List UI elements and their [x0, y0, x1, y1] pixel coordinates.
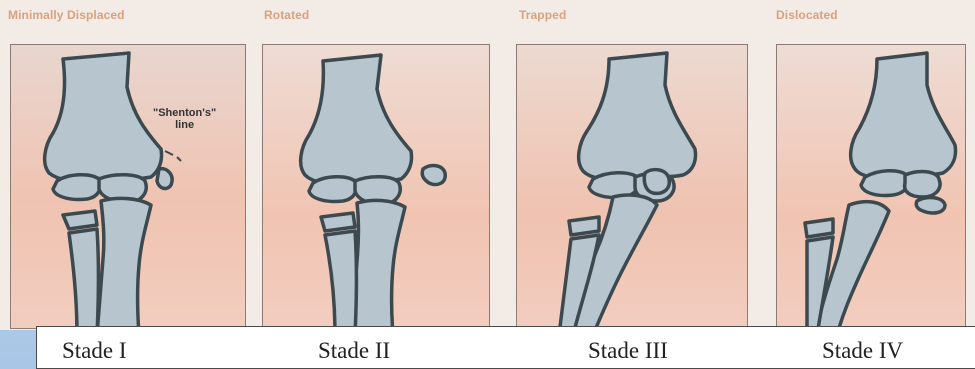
elbow-diagram-stage-4: [777, 45, 966, 329]
elbow-diagram-stage-3: [517, 45, 748, 329]
stage-title-1: Minimally Displaced: [8, 8, 125, 22]
panel-stage-4: [776, 44, 966, 329]
stade-label-4: Stade IV: [822, 338, 903, 364]
stage-title-4: Dislocated: [776, 8, 838, 22]
stage-title-2: Rotated: [264, 8, 309, 22]
shentons-line-label-line1: "Shenton's": [153, 107, 216, 119]
stade-label-3: Stade III: [588, 338, 668, 364]
stade-label-1: Stade I: [62, 338, 127, 364]
stage-title-3: Trapped: [519, 8, 566, 22]
shentons-line-label-line2: line: [153, 119, 216, 131]
elbow-diagram-stage-2: [263, 45, 490, 329]
elbow-diagram-stage-1: [11, 45, 246, 329]
stade-label-2: Stade II: [318, 338, 390, 364]
shentons-line-label: "Shenton's" line: [153, 107, 216, 131]
panel-stage-2: [262, 44, 490, 329]
panel-stage-3: [516, 44, 748, 329]
panel-stage-1: "Shenton's" line: [10, 44, 246, 329]
